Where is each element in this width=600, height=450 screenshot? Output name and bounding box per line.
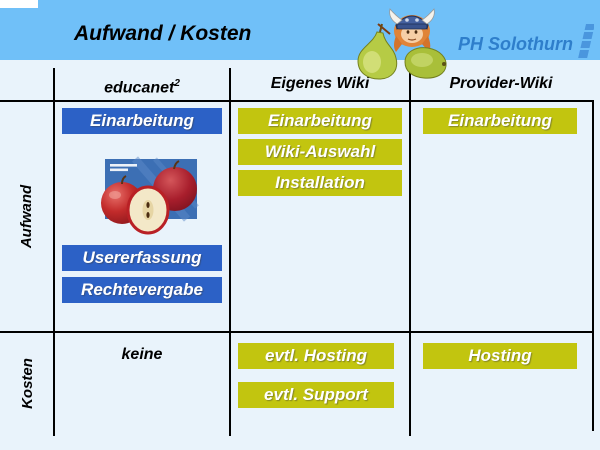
chip-eigenes-wiki-einarbeitung: Einarbeitung xyxy=(238,108,402,134)
chip-eigenes-wiki-installation: Installation xyxy=(238,170,402,196)
chip-educanet-einarbeitung: Einarbeitung xyxy=(62,108,222,134)
educanet-apples-image xyxy=(101,156,199,235)
chip-educanet-rechtevergabe: Rechtevergabe xyxy=(62,277,222,303)
wickie-mascot-with-pears-image xyxy=(357,8,447,80)
corner-notch xyxy=(0,0,38,8)
column-header-educanet: educanet2 xyxy=(54,72,230,96)
chip-provider-wiki-einarbeitung: Einarbeitung xyxy=(423,108,577,134)
chip-eigenes-wiki-wiki-auswahl: Wiki-Auswahl xyxy=(238,139,402,165)
column-header-educanet-sup: 2 xyxy=(174,78,180,89)
column-header-provider-wiki-label: Provider-Wiki xyxy=(449,75,553,92)
ph-solothurn-logo-mark-icon xyxy=(578,24,594,58)
column-header-provider-wiki: Provider-Wiki xyxy=(410,72,592,96)
chip-eigenes-wiki-evtl-support: evtl. Support xyxy=(238,382,394,408)
row-label-kosten-box: Kosten xyxy=(0,332,54,435)
header-band xyxy=(0,0,600,60)
table-line-right-border xyxy=(592,101,594,431)
table-line-under-headers xyxy=(0,100,594,102)
table-line-aufwand-kosten xyxy=(0,331,594,333)
table-line-rowlabels xyxy=(53,68,55,436)
kosten-educanet-keine: keine xyxy=(121,346,163,363)
table-line-col2-col3 xyxy=(409,68,411,436)
row-label-kosten: Kosten xyxy=(18,358,36,409)
ph-solothurn-logo: PH Solothurn xyxy=(458,24,594,58)
column-header-eigenes-wiki: Eigenes Wiki xyxy=(230,72,410,96)
column-header-eigenes-wiki-label: Eigenes Wiki xyxy=(270,75,370,92)
row-label-aufwand-box: Aufwand xyxy=(0,101,54,332)
chip-provider-wiki-hosting: Hosting xyxy=(423,343,577,369)
chip-eigenes-wiki-evtl-hosting: evtl. Hosting xyxy=(238,343,394,369)
row-label-aufwand: Aufwand xyxy=(18,184,36,249)
slide-title: Aufwand / Kosten xyxy=(74,22,252,45)
table-line-col1-col2 xyxy=(229,68,231,436)
chip-educanet-usererfassung: Usererfassung xyxy=(62,245,222,271)
ph-solothurn-logo-text: PH Solothurn xyxy=(458,34,573,54)
column-header-educanet-label: educanet xyxy=(104,79,175,97)
